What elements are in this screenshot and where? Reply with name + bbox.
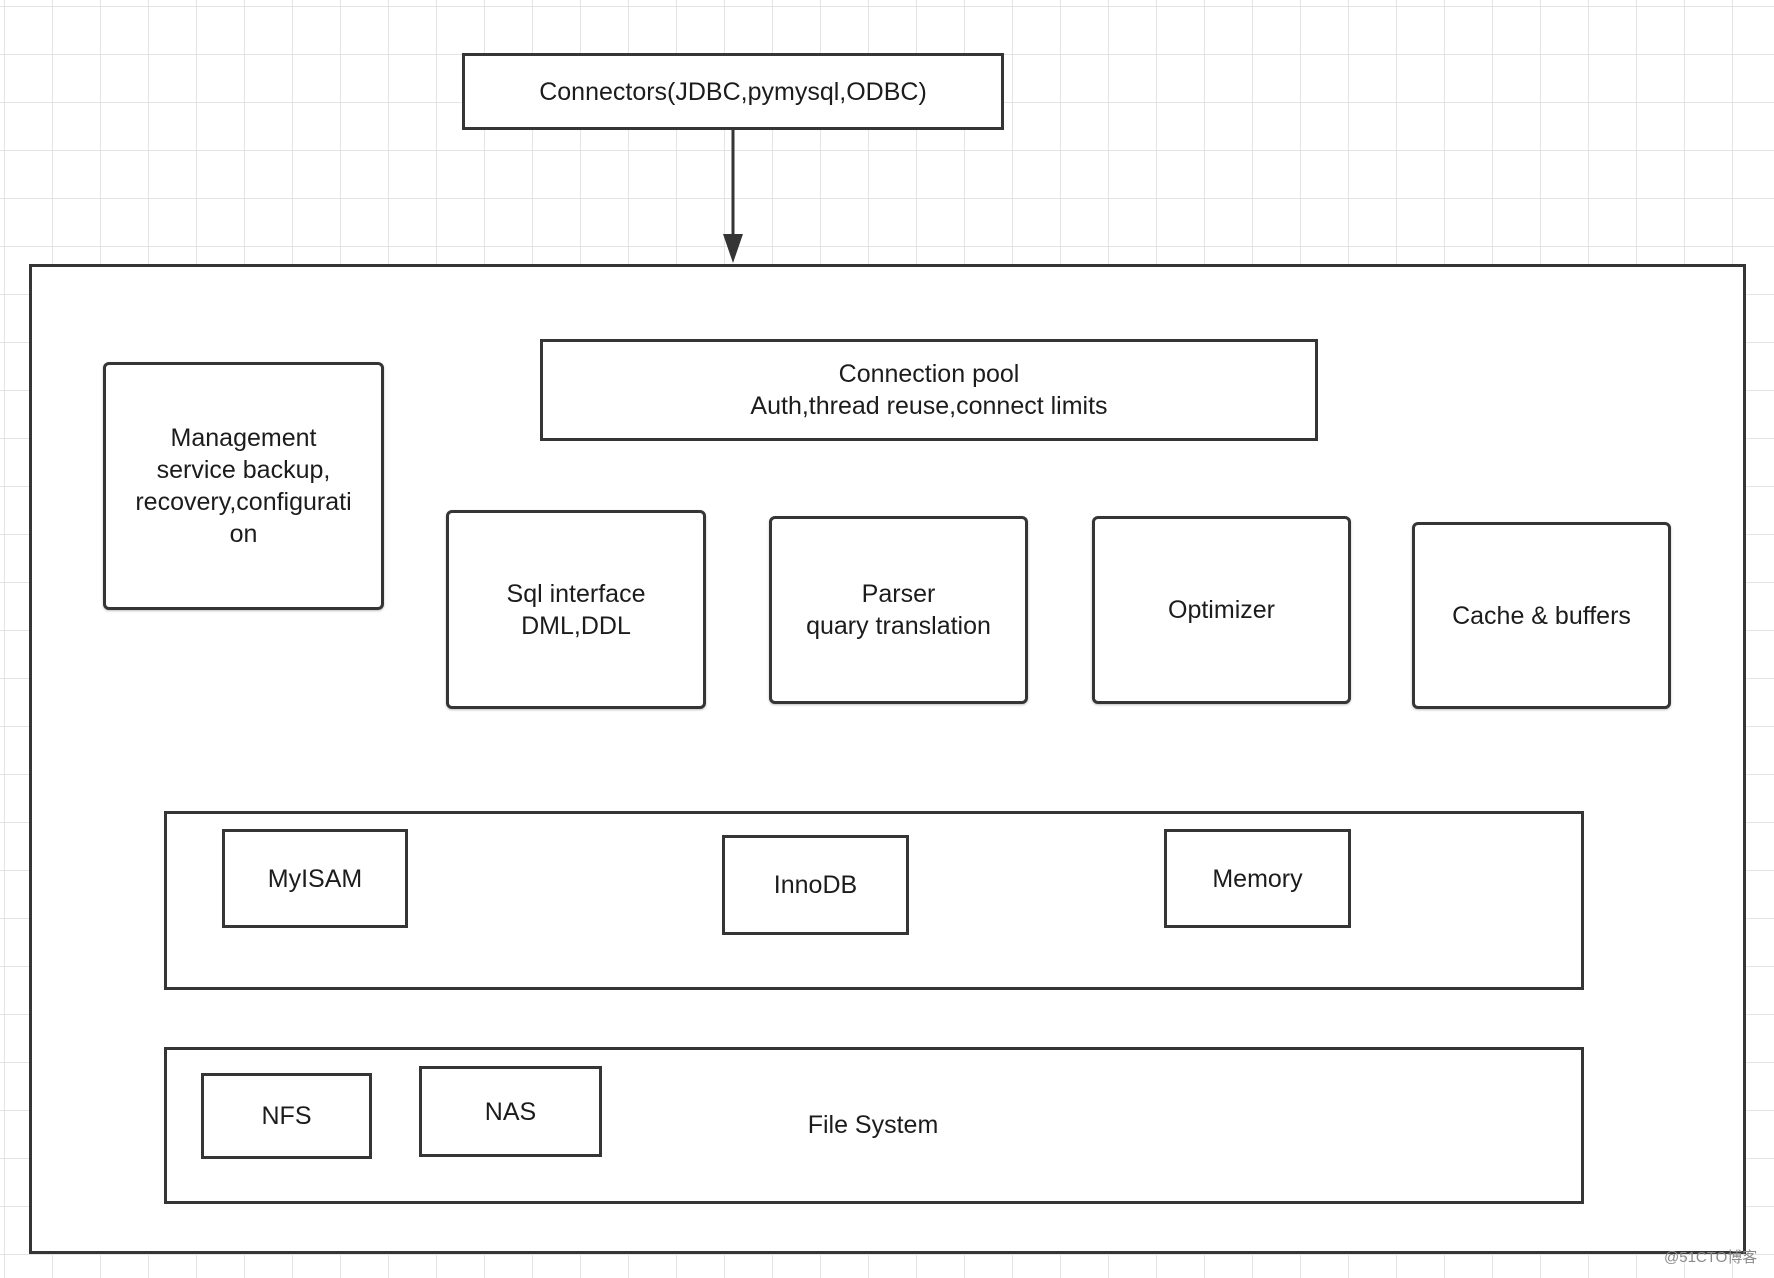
innodb-label: InnoDB [773,871,858,899]
connectors-box: Connectors(JDBC,pymysql,ODBC) [462,53,1004,130]
nas-box: NAS [419,1066,602,1157]
connector-arrow-head [723,234,743,263]
myisam-engine-box: MyISAM [222,829,408,928]
myisam-label: MyISAM [267,864,363,893]
management-box: Management service backup, recovery,conf… [103,362,384,610]
optimizer-label: Optimizer [1168,596,1275,624]
parser-box: Parser quary translation [769,516,1028,704]
management-line: recovery,configurati [135,488,352,516]
management-line: on [229,520,258,548]
sql-interface-box: Sql interface DML,DDL [446,510,706,709]
management-line: service backup, [156,456,331,484]
parser-detail: quary translation [806,612,991,640]
file-system-label: File System [807,1111,939,1139]
memory-label: Memory [1212,864,1303,893]
connection-pool-box: Connection pool Auth,thread reuse,connec… [540,339,1318,441]
management-line: Management [170,424,317,452]
nas-label: NAS [484,1097,537,1126]
connection-pool-detail: Auth,thread reuse,connect limits [750,392,1108,420]
innodb-engine-box: InnoDB [722,835,909,935]
nfs-box: NFS [201,1073,372,1159]
sql-interface-detail: DML,DDL [521,611,631,640]
cache-buffers-box: Cache & buffers [1412,522,1671,709]
memory-engine-box: Memory [1164,829,1351,928]
sql-interface-title: Sql interface [506,579,646,608]
watermark: @51CTO博客 [1664,1249,1758,1266]
optimizer-box: Optimizer [1092,516,1351,704]
nfs-label: NFS [261,1102,312,1130]
parser-title: Parser [861,580,936,608]
cache-buffers-label: Cache & buffers [1452,601,1631,630]
file-system-container [164,1047,1584,1204]
connectors-label: Connectors(JDBC,pymysql,ODBC) [539,77,927,106]
connection-pool-title: Connection pool [838,360,1020,388]
